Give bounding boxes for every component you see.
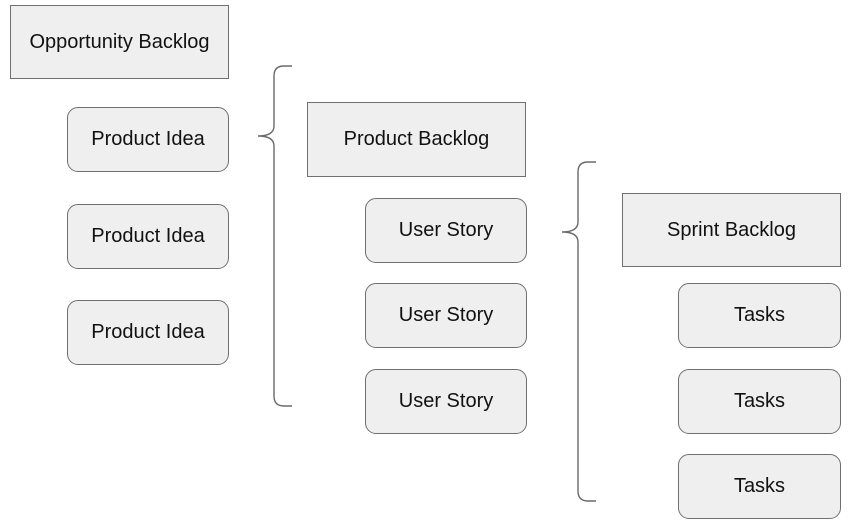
user-story-label: User Story (398, 304, 494, 326)
product-backlog-label: Product Backlog (343, 128, 490, 150)
product-idea-box-1: Product Idea (67, 107, 229, 172)
tasks-box-1: Tasks (678, 283, 841, 348)
bracket-opportunity-to-product (257, 65, 292, 407)
product-idea-label: Product Idea (91, 225, 205, 247)
user-story-box-1: User Story (365, 198, 527, 263)
tasks-box-3: Tasks (678, 454, 841, 519)
sprint-backlog-box: Sprint Backlog (622, 193, 841, 267)
tasks-label: Tasks (733, 304, 786, 326)
sprint-backlog-label: Sprint Backlog (667, 218, 796, 241)
product-idea-box-3: Product Idea (67, 300, 229, 365)
product-idea-label: Product Idea (91, 321, 205, 343)
user-story-label: User Story (398, 219, 494, 241)
user-story-box-3: User Story (365, 369, 527, 434)
bracket-product-to-sprint (561, 161, 596, 502)
tasks-box-2: Tasks (678, 369, 841, 434)
user-story-label: User Story (398, 390, 494, 412)
product-idea-label: Product Idea (91, 128, 205, 150)
product-backlog-box: Product Backlog (307, 102, 526, 177)
product-idea-box-2: Product Idea (67, 204, 229, 269)
tasks-label: Tasks (733, 475, 786, 497)
opportunity-backlog-box: Opportunity Backlog (10, 5, 229, 79)
opportunity-backlog-label: Opportunity Backlog (29, 30, 210, 53)
user-story-box-2: User Story (365, 283, 527, 348)
tasks-label: Tasks (733, 390, 786, 412)
